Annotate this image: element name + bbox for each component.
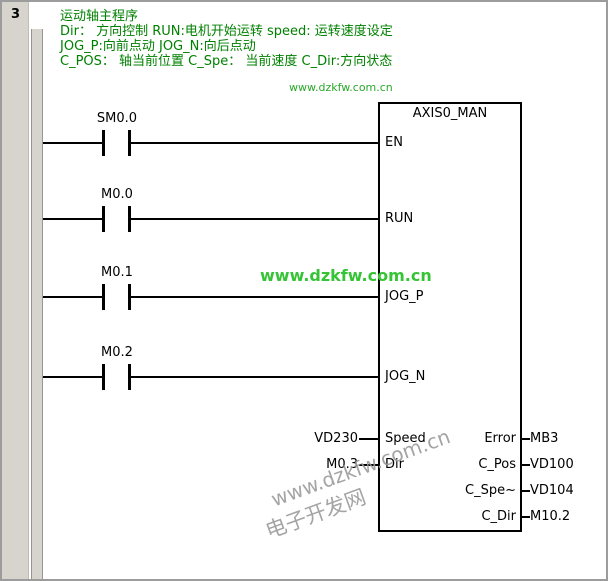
operand-mb3[interactable]: MB3 [530, 431, 559, 446]
rung1-wire-left [43, 142, 103, 144]
contact-bar-right [128, 206, 131, 232]
c-dir-stub-wire [522, 516, 530, 518]
rung2-wire-left [43, 218, 103, 220]
comment-line: JOG_P:向前点动 JOG_N:向后点动 [60, 39, 256, 54]
contact-operand-label: SM0.0 [96, 111, 138, 126]
pin-run: RUN [385, 211, 414, 226]
operand-m10-2[interactable]: M10.2 [530, 509, 571, 524]
rung1-wire-right [131, 142, 378, 144]
contact-bar-right [128, 130, 131, 156]
error-stub-wire [522, 438, 530, 440]
c-pos-stub-wire [522, 464, 530, 466]
pin-c-pos: C_Pos [478, 457, 516, 472]
pin-error: Error [484, 431, 516, 446]
comment-line: 运动轴主程序 [60, 9, 139, 24]
power-rail [31, 29, 43, 579]
pin-jog-n: JOG_N [385, 369, 426, 384]
comment-line: C_POS： 轴当前位置 C_Spe： 当前速度 C_Dir:方向状态 [60, 54, 393, 69]
rung3-wire-right [131, 296, 378, 298]
network-margin [2, 2, 29, 579]
block-title: AXIS0_MAN [412, 106, 488, 121]
contact-bar-left [102, 130, 105, 156]
network-comments[interactable]: 运动轴主程序 Dir： 方向控制 RUN:电机开始运转 speed: 运转速度设… [60, 9, 393, 69]
rung3-wire-left [43, 296, 103, 298]
comment-line: Dir： 方向控制 RUN:电机开始运转 speed: 运转速度设定 [60, 24, 393, 39]
dir-stub-wire [359, 464, 378, 466]
pin-en: EN [385, 135, 403, 150]
pin-c-spe: C_Spe~ [465, 483, 516, 498]
contact-sm0-0[interactable]: SM0.0 [77, 111, 157, 161]
rung2-wire-right [131, 218, 378, 220]
contact-bar-right [128, 284, 131, 310]
watermark-center: www.dzkfw.com.cn [260, 266, 432, 285]
pin-dir: Dir [385, 457, 404, 472]
operand-vd104[interactable]: VD104 [530, 483, 574, 498]
contact-operand-label: M0.1 [101, 265, 133, 280]
contact-m0-0[interactable]: M0.0 [77, 187, 157, 237]
pin-jog-p: JOG_P [385, 289, 424, 304]
operand-m0-3[interactable]: M0.3 [326, 457, 358, 472]
rung4-wire-right [131, 376, 378, 378]
contact-bar-left [102, 206, 105, 232]
contact-operand-label: M0.2 [101, 345, 133, 360]
c-spe-stub-wire [522, 490, 530, 492]
network-number: 3 [10, 7, 21, 22]
contact-m0-2[interactable]: M0.2 [77, 345, 157, 395]
contact-operand-label: M0.0 [101, 187, 133, 202]
pin-speed: Speed [385, 431, 426, 446]
rung4-wire-left [43, 376, 103, 378]
pin-c-dir: C_Dir [481, 509, 516, 524]
watermark-top: www.dzkfw.com.cn [289, 81, 393, 94]
operand-vd100[interactable]: VD100 [530, 457, 574, 472]
contact-m0-1[interactable]: M0.1 [77, 265, 157, 315]
contact-bar-left [102, 284, 105, 310]
contact-bar-right [128, 364, 131, 390]
speed-stub-wire [359, 438, 378, 440]
axis0-man-function-block[interactable] [378, 102, 522, 532]
operand-vd230[interactable]: VD230 [314, 431, 358, 446]
contact-bar-left [102, 364, 105, 390]
